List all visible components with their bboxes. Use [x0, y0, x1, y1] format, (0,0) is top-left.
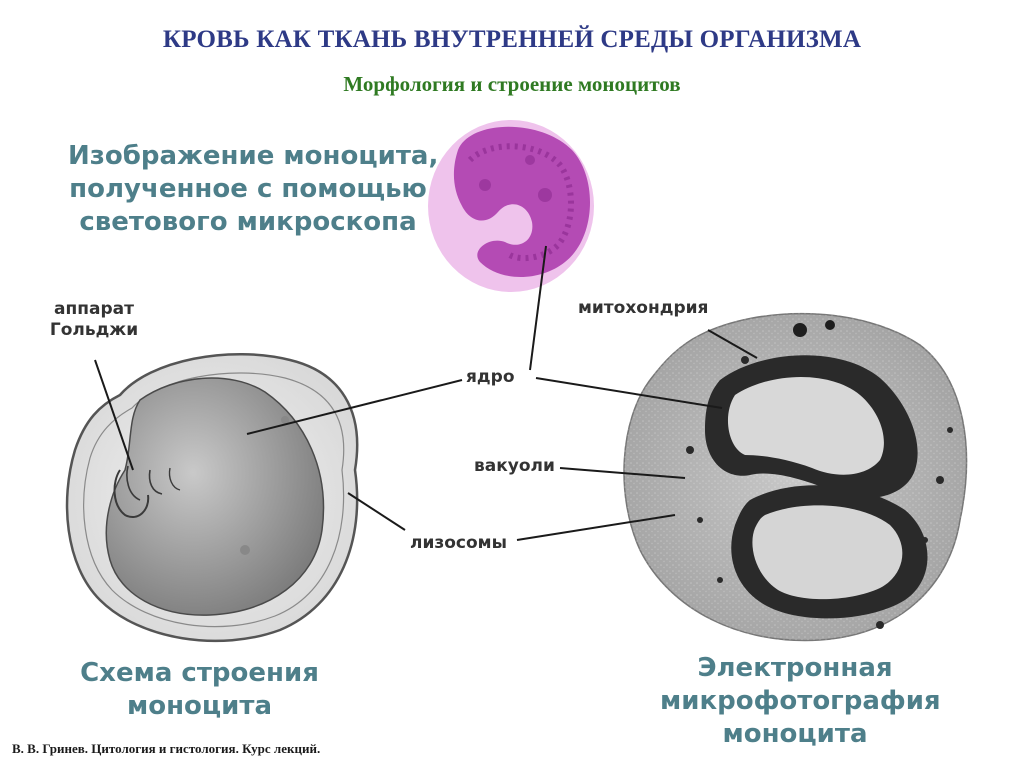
label-mitochondria: митохондрия	[578, 298, 708, 319]
electron-micrograph-cell	[615, 300, 975, 645]
label-nucleus: ядро	[466, 367, 515, 388]
scheme-cell	[67, 354, 357, 641]
caption-scheme: Схема строения моноцита	[72, 657, 327, 723]
caption-light-microscope: Изображение моноцита, полученное с помощ…	[68, 140, 428, 239]
footer-citation: В. В. Гринев. Цитология и гистология. Ку…	[12, 741, 320, 757]
label-vacuoles: вакуоли	[474, 456, 555, 477]
caption-electron-micrograph: Электронная микрофотография моноцита	[660, 652, 930, 751]
label-golgi: аппарат Гольджи	[44, 299, 144, 341]
label-lysosomes: лизосомы	[410, 533, 507, 554]
light-microscope-cell	[428, 120, 594, 292]
